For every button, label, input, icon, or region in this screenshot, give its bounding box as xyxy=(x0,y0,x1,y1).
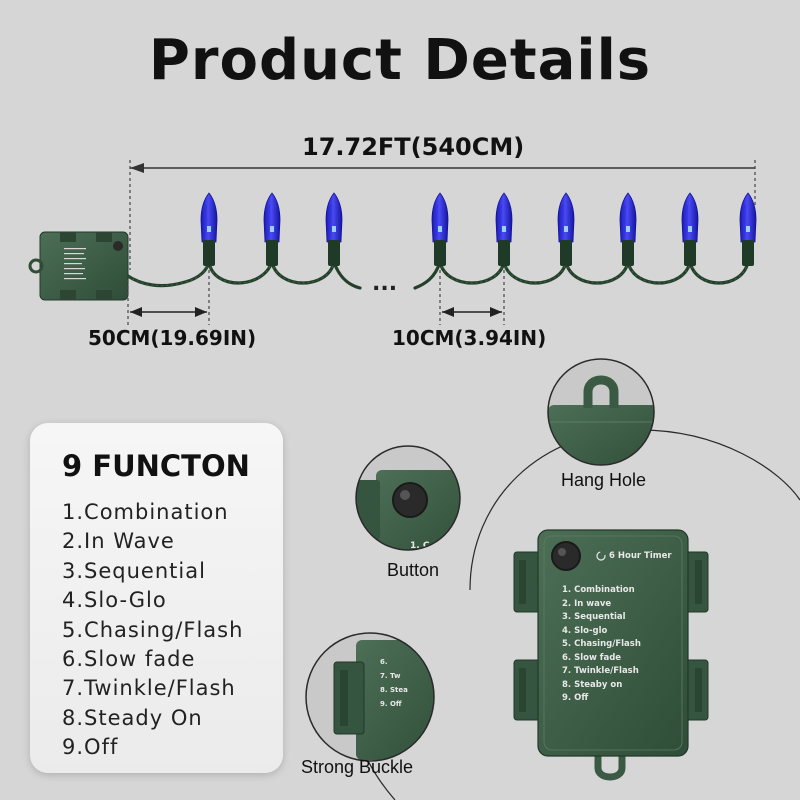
function-item: 1.Combination xyxy=(62,500,229,524)
function-item: 6.Slow fade xyxy=(62,647,196,672)
push-button-icon xyxy=(113,241,123,251)
bulb-row xyxy=(200,192,757,266)
bulb-icon xyxy=(495,192,513,266)
timer-icon xyxy=(596,551,606,561)
bulb-icon xyxy=(619,192,637,266)
bulb-icon xyxy=(557,192,575,266)
box-mode-item: 5. Chasing/Flash xyxy=(562,639,641,649)
lead-length-label: 50CM(19.69IN) xyxy=(88,326,257,350)
bulb-icon xyxy=(681,192,699,266)
svg-text:6.: 6. xyxy=(380,658,388,666)
box-mode-item: 4. Slo-glo xyxy=(562,625,608,636)
box-mode-item: 6. Slow fade xyxy=(562,652,622,663)
bulb-icon xyxy=(263,192,281,266)
bulb-spacing-label: 10CM(3.94IN) xyxy=(392,326,547,350)
light-string-wire xyxy=(118,260,750,290)
timer-label: 6 Hour Timer xyxy=(609,551,672,561)
function-item: 8.Steady On xyxy=(62,705,203,730)
hang-hole-label: Hang Hole xyxy=(561,470,647,490)
total-length-label: 17.72FT(540CM) xyxy=(302,133,525,161)
svg-text:7. Tw: 7. Tw xyxy=(380,672,401,680)
svg-text:9. Off: 9. Off xyxy=(380,700,402,708)
string-battery-box xyxy=(28,231,129,301)
total-length-dimension xyxy=(129,160,756,270)
box-mode-item: 2. In wave xyxy=(562,598,612,609)
functions-list: 1.Combination 2.In Wave 3.Sequential 4.S… xyxy=(62,498,243,763)
function-item: 7.Twinkle/Flash xyxy=(62,676,236,701)
functions-heading: 9 FUNCTON xyxy=(62,449,250,483)
gap-ellipsis: ... xyxy=(372,271,397,296)
function-item: 9.Off xyxy=(62,735,119,760)
bulb-spacing-dimension xyxy=(439,270,505,325)
box-mode-item: 8. Steaby on xyxy=(562,679,623,690)
functions-card: 9 FUNCTON 1.Combination 2.In Wave 3.Sequ… xyxy=(30,423,283,773)
box-mode-item: 7. Twinkle/Flash xyxy=(562,666,639,676)
lead-length-dimension xyxy=(127,270,210,325)
bulb-icon xyxy=(200,192,218,266)
bulb-icon xyxy=(431,192,449,266)
push-button-icon xyxy=(551,541,581,571)
box-mode-item: 9. Off xyxy=(562,693,589,703)
hang-hole-callout xyxy=(547,358,655,466)
svg-text:1. C: 1. C xyxy=(410,541,430,551)
function-item: 4.Slo-Glo xyxy=(62,588,167,613)
button-label: Button xyxy=(387,560,440,580)
page-title: Product Details xyxy=(148,28,652,93)
strong-buckle-label: Strong Buckle xyxy=(301,757,414,777)
wire-twist-pattern xyxy=(119,261,749,287)
bulb-icon xyxy=(739,192,757,266)
button-callout: 1. C xyxy=(355,445,461,551)
function-item: 2.In Wave xyxy=(62,529,175,554)
push-button-icon xyxy=(392,482,428,518)
function-item: 3.Sequential xyxy=(62,558,206,583)
box-mode-item: 1. Combination xyxy=(562,585,635,595)
battery-box-closeup xyxy=(513,529,709,781)
function-item: 5.Chasing/Flash xyxy=(62,617,244,642)
svg-text:8. Stea: 8. Stea xyxy=(380,686,408,694)
box-mode-item: 3. Sequential xyxy=(562,612,626,622)
strong-buckle-callout: 6. 7. Tw 8. Stea 9. Off xyxy=(305,632,435,762)
bulb-icon xyxy=(325,192,343,266)
